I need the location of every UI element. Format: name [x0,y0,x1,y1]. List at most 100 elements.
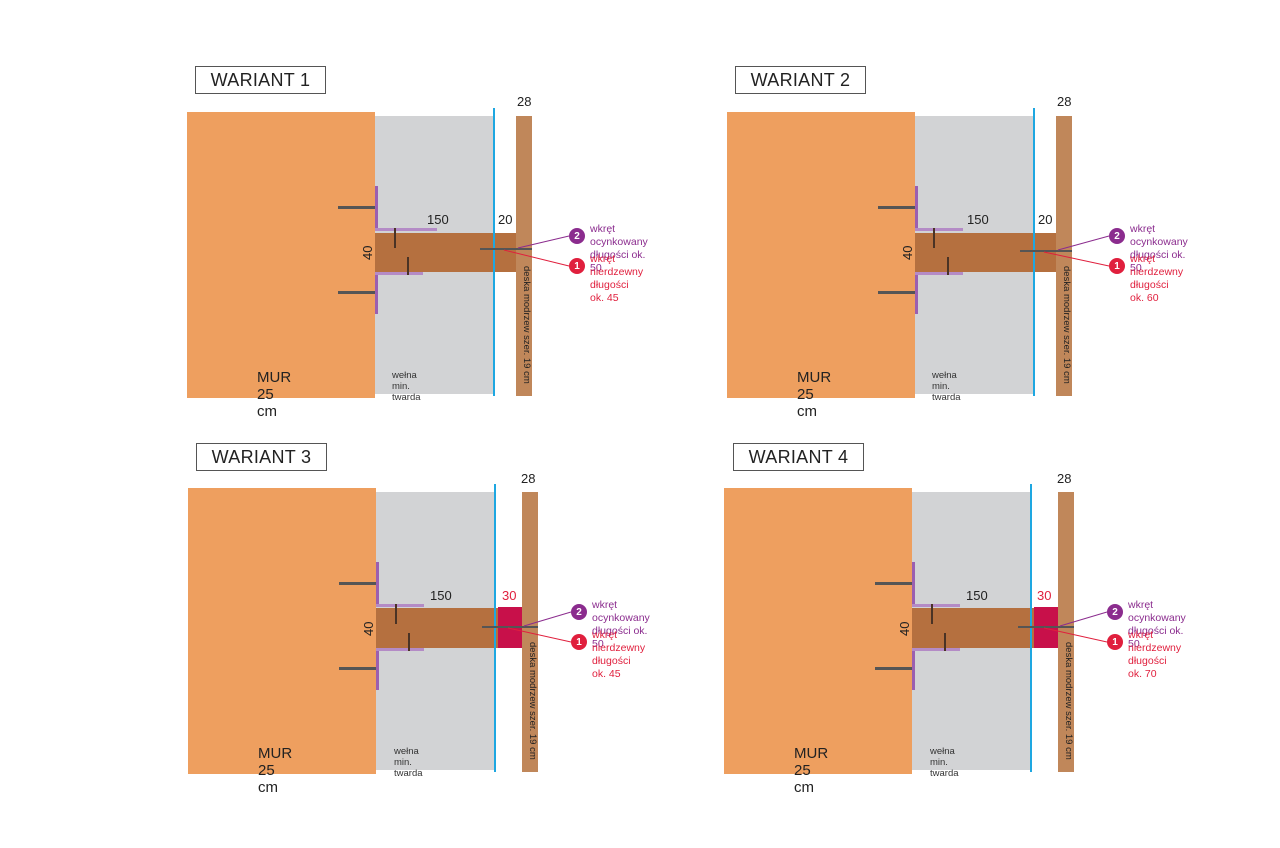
wind-membrane [493,108,495,396]
screw-2-marker: 2 [1107,604,1123,620]
lower-bracket [376,650,379,690]
variant-title: WARIANT 3 [196,443,327,471]
mineral-wool-lower [376,648,494,770]
wool-label: wełna min. twarda [930,746,959,779]
screw-1-length: długości ok. 60 [1130,279,1169,304]
gap-label: 20 [498,212,513,227]
screw-2-length: długości ok. 50 [592,625,648,650]
screw-1-length: długości ok. 45 [592,655,631,680]
screw-2-annotation: wkręt ocynkowany długości ok. 50 [592,599,650,651]
lower-bracket [915,274,918,314]
screw-2-length: długości ok. 50 [1128,625,1184,650]
wall-anchor-upper [339,582,376,585]
screw-1-name: wkręt nierdzewny [1128,629,1182,654]
upper-bracket [912,562,915,606]
wall-anchor-upper [878,206,915,209]
wool-label: wełna min. twarda [932,370,961,403]
wool-label: wełna min. twarda [392,370,421,403]
screw-1-annotation: wkręt nierdzewny długości ok. 70 [1128,629,1181,681]
wind-membrane [1030,484,1032,772]
screw-2-length: długości ok. 50 [590,249,646,274]
wool-label: wełna min. twarda [394,746,423,779]
larch-plank [1058,492,1074,772]
wall-label: MUR 25 cm [257,369,292,420]
screw-1-name: wkręt nierdzewny [590,253,644,278]
upper-bracket-flange [375,228,437,231]
upper-bracket-flange [915,228,963,231]
upper-bracket [375,186,378,230]
mineral-wool-upper [376,492,494,608]
wall-label: MUR 25 cm [258,745,293,796]
gap-label: 30 [502,588,517,603]
beam-length-label: 150 [430,588,452,603]
beam-length-label: 150 [967,212,989,227]
lower-bracket-flange [376,648,424,651]
wall-label: MUR 25 cm [794,745,829,796]
upper-bracket-flange [376,604,424,607]
wall-anchor-lower [875,667,912,670]
lower-bracket [912,650,915,690]
mineral-wool-upper [915,116,1033,233]
screw-1-length: długości ok. 45 [590,279,629,304]
plank-width-label: 28 [1057,94,1072,109]
variant-title: WARIANT 4 [733,443,864,471]
screw-1-marker: 1 [571,634,587,650]
wall-anchor-upper [875,582,912,585]
bracket-screw-upper [395,604,397,624]
bracket-screw-lower [407,257,409,275]
wall-anchor-lower [878,291,915,294]
screw-2-name: wkręt ocynkowany [592,599,650,624]
plank-width-label: 28 [521,471,536,486]
screw-1-annotation: wkręt nierdzewny długości ok. 45 [590,253,643,305]
mineral-wool-lower [375,272,493,394]
facade-screw [480,248,532,250]
screw-1-marker: 1 [1109,258,1125,274]
larch-plank [522,492,538,772]
gap-label: 30 [1037,588,1052,603]
bracket-screw-upper [394,228,396,248]
brick-wall [727,112,915,398]
screw-1-name: wkręt nierdzewny [1130,253,1184,278]
facade-screw [482,626,538,628]
plank-width-label: 28 [1057,471,1072,486]
variant-title: WARIANT 2 [735,66,866,94]
facade-screw [1018,626,1074,628]
lower-bracket-flange [915,272,963,275]
variant-title: WARIANT 1 [195,66,326,94]
lower-bracket-flange [375,272,423,275]
facade-screw [1020,250,1072,252]
wind-membrane [494,484,496,772]
mineral-wool-lower [912,648,1030,770]
wall-anchor-upper [338,206,375,209]
screw-1-marker: 1 [569,258,585,274]
bracket-screw-upper [931,604,933,624]
larch-plank [516,116,532,396]
screw-2-annotation: wkręt ocynkowany długości ok. 50 [1128,599,1186,651]
upper-bracket-flange [912,604,960,607]
wall-anchor-lower [338,291,375,294]
screw-2-marker: 2 [1109,228,1125,244]
screw-1-annotation: wkręt nierdzewny długości ok. 60 [1130,253,1183,305]
brick-wall [188,488,376,774]
bracket-screw-lower [944,633,946,651]
brick-wall [724,488,912,774]
screw-2-annotation: wkręt ocynkowany długości ok. 50 [590,223,648,275]
upper-bracket [915,186,918,230]
screw-2-name: wkręt ocynkowany [1128,599,1186,624]
bracket-screw-lower [408,633,410,651]
wall-anchor-lower [339,667,376,670]
beam-length-label: 150 [427,212,449,227]
wall-label: MUR 25 cm [797,369,832,420]
screw-2-length: długości ok. 50 [1130,249,1186,274]
bracket-screw-lower [947,257,949,275]
plank-width-label: 28 [517,94,532,109]
screw-2-marker: 2 [569,228,585,244]
mineral-wool-upper [375,116,493,233]
lower-bracket [375,274,378,314]
screw-1-length: długości ok. 70 [1128,655,1167,680]
mineral-wool-lower [915,272,1033,394]
screw-2-name: wkręt ocynkowany [590,223,648,248]
